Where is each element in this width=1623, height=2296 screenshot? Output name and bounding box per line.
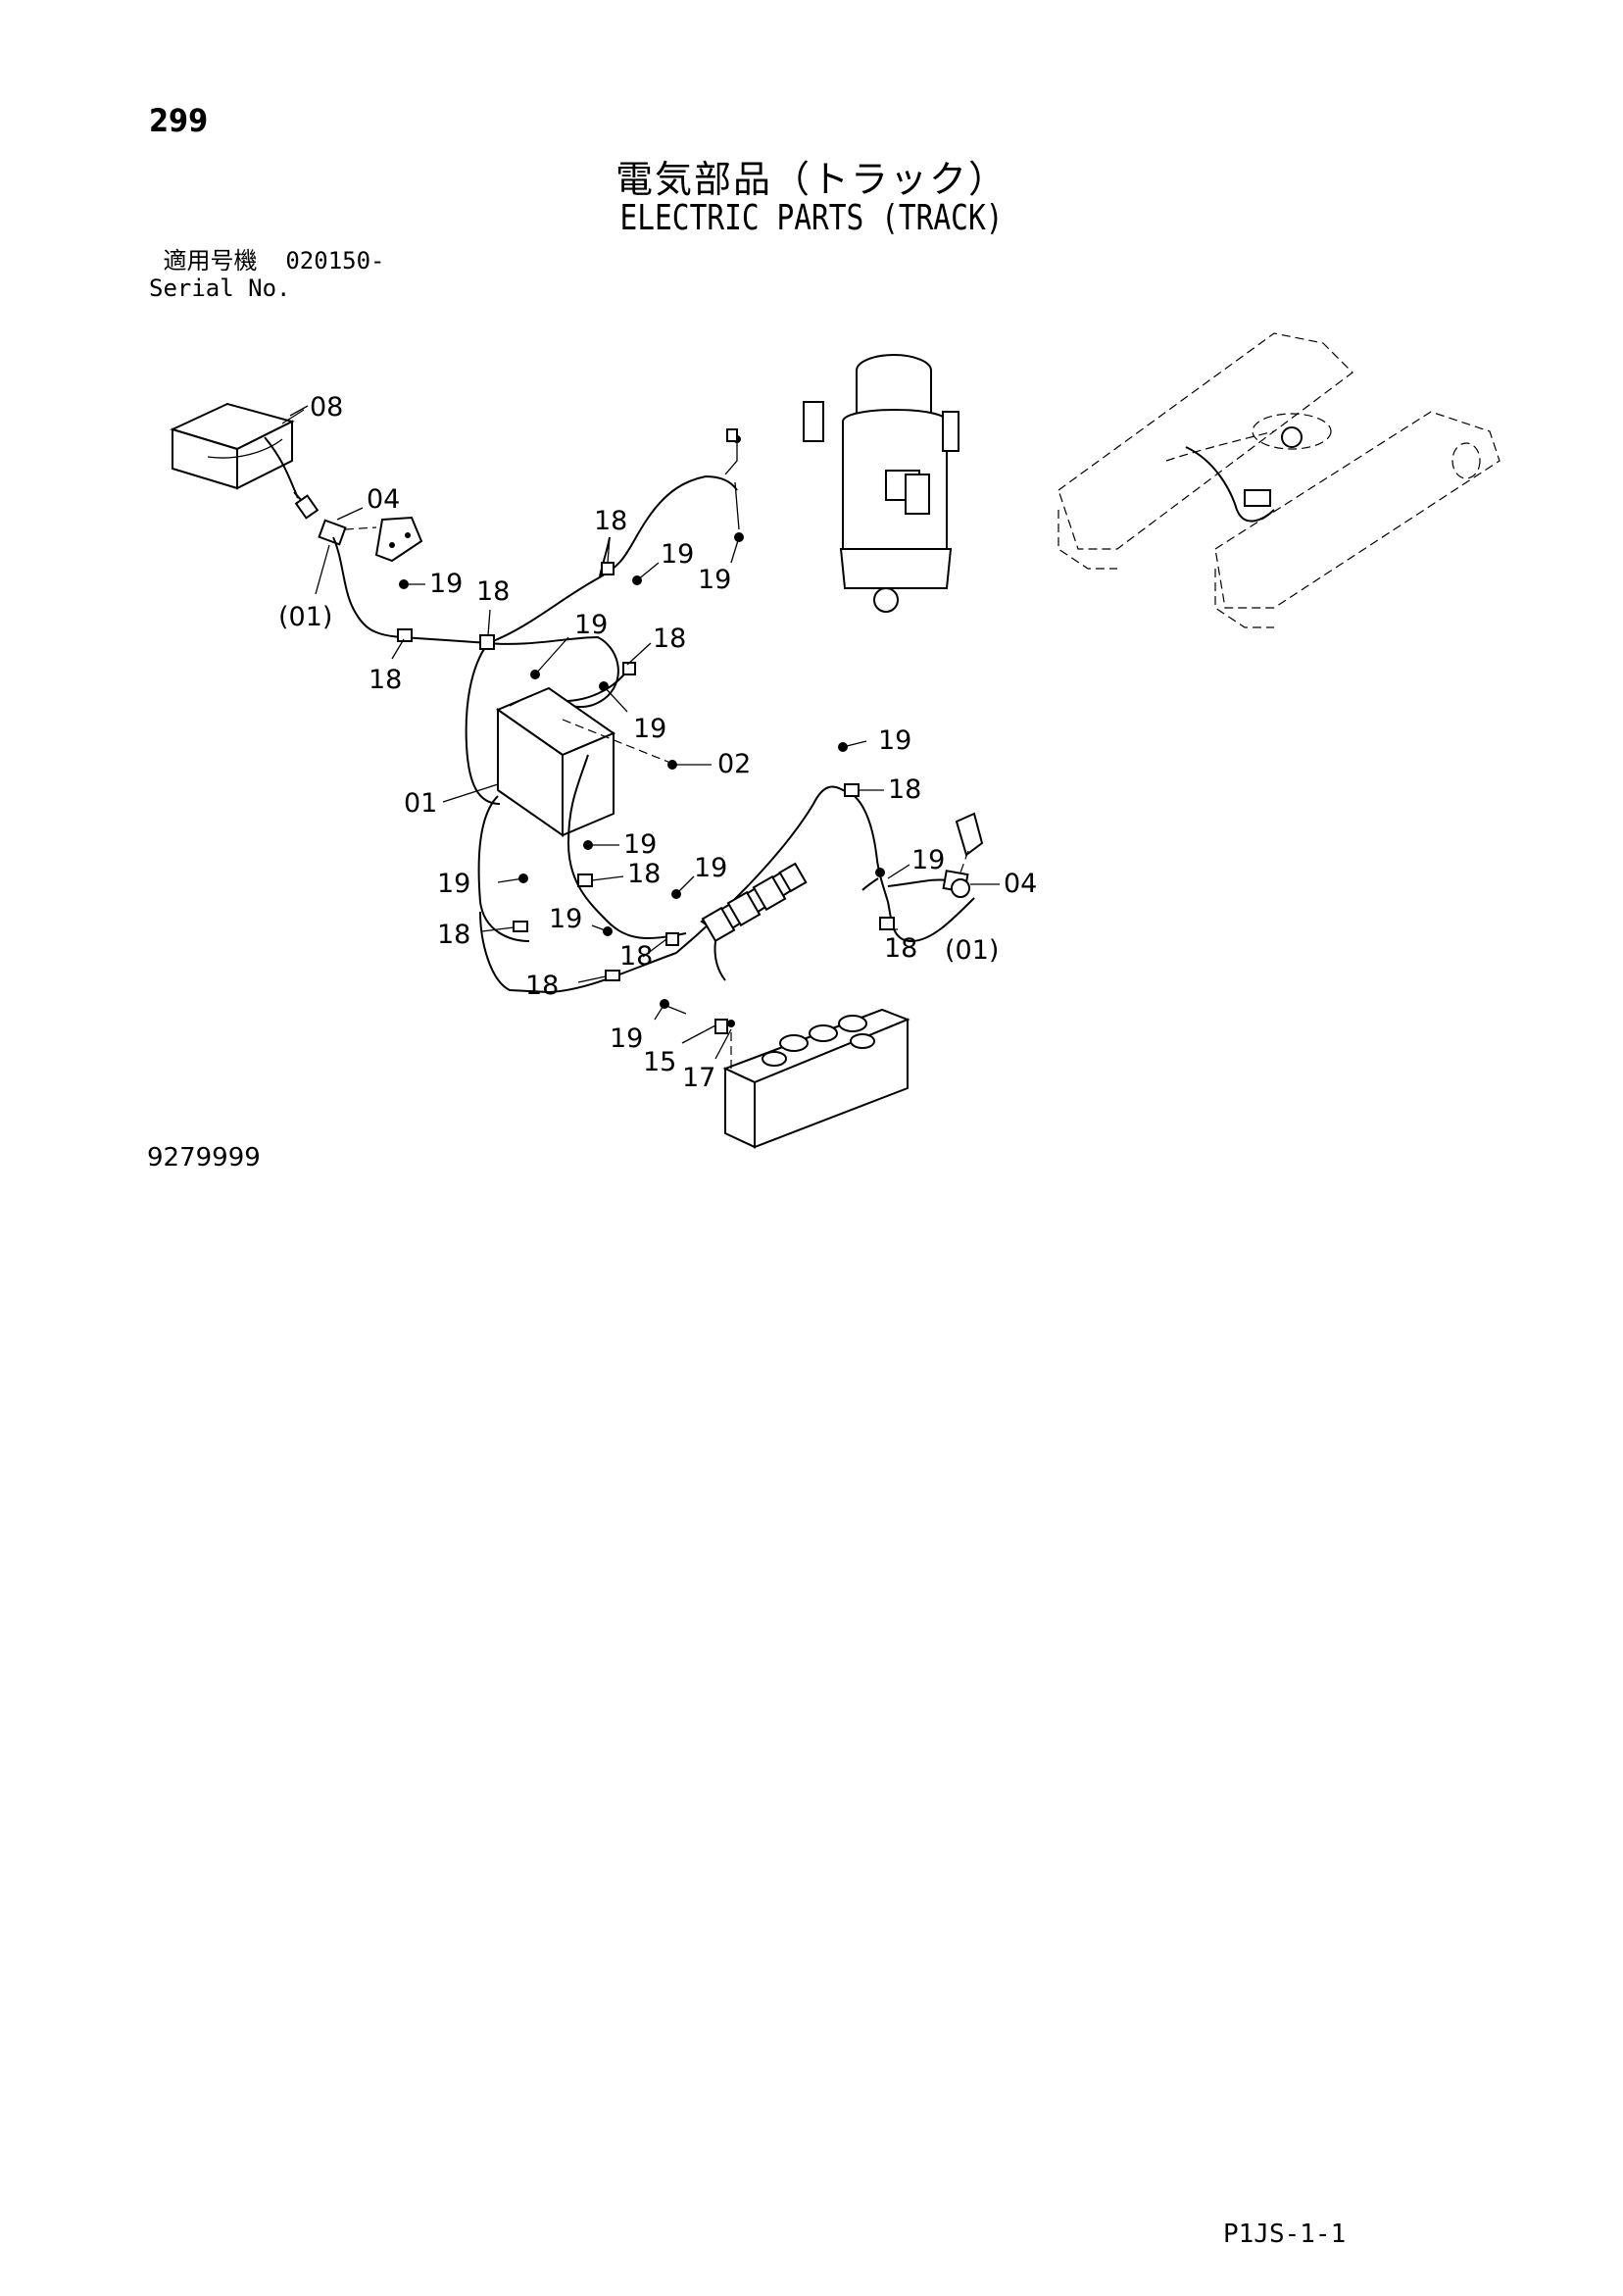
callout-04-left: 04 [367,484,400,515]
swing-motor [803,354,959,613]
callouts: 08 04 (01) 19 18 18 18 19 19 19 18 19 02… [278,392,1037,1093]
callout-18-e: 18 [888,774,921,805]
callout-19-d: 19 [574,610,608,640]
page-code: P1JS-1-1 [1223,2220,1347,2249]
callout-01: 01 [404,788,437,819]
harness-upper-left [332,536,489,644]
callout-19-c: 19 [698,565,731,595]
callout-18-h: 18 [619,941,653,972]
callout-18-j: 18 [884,933,917,964]
callout-19-e: 19 [633,714,666,744]
callout-18-d: 18 [653,624,686,654]
page-title-japanese: 電気部品（トラック） [615,158,1008,201]
callout-18-a: 18 [369,665,402,695]
serial-row-en: Serial No. [149,275,385,302]
callout-18-g: 18 [437,920,470,950]
callout-18-b: 18 [476,576,510,607]
callout-01-right: (01) [945,935,999,966]
solenoid-cluster [700,862,808,981]
connector-04-left [318,516,423,563]
callout-01-left: (01) [278,602,332,632]
undercarriage [1057,332,1500,628]
harness-top [487,474,738,644]
control-valve [722,1008,910,1149]
callout-19-a: 19 [429,569,463,599]
serial-label-jp: 適用号機 [163,247,258,275]
part-01-control-unit [495,686,616,837]
callout-19-h: 19 [437,869,470,899]
callout-19-k: 19 [911,845,945,875]
callout-04-right: 04 [1004,869,1037,899]
callout-18-c: 18 [594,506,627,536]
callout-18-f: 18 [627,859,661,889]
callout-17: 17 [682,1063,715,1093]
connector-04-right [887,812,984,898]
serial-label-en: Serial No. [149,275,291,302]
callout-19-f: 19 [878,725,911,756]
callout-19-b: 19 [661,539,694,570]
callout-02: 02 [717,749,751,779]
serial-row-jp: 適用号機 020150- [149,247,385,275]
callout-19-g: 19 [623,829,657,860]
drawing-code: 9279999 [147,1143,261,1173]
page-title-english: ELECTRIC PARTS (TRACK) [619,198,1004,238]
serial-value: 020150- [285,247,385,275]
callout-18-i: 18 [525,971,559,1001]
callout-19-l: 19 [610,1023,643,1054]
part-08-box [170,402,295,490]
page-number: 299 [149,102,209,139]
callout-19-i: 19 [694,853,727,883]
callout-08: 08 [310,392,343,423]
callout-19-j: 19 [549,904,582,934]
callout-15: 15 [643,1047,676,1077]
serial-info: 適用号機 020150- Serial No. [149,247,385,302]
